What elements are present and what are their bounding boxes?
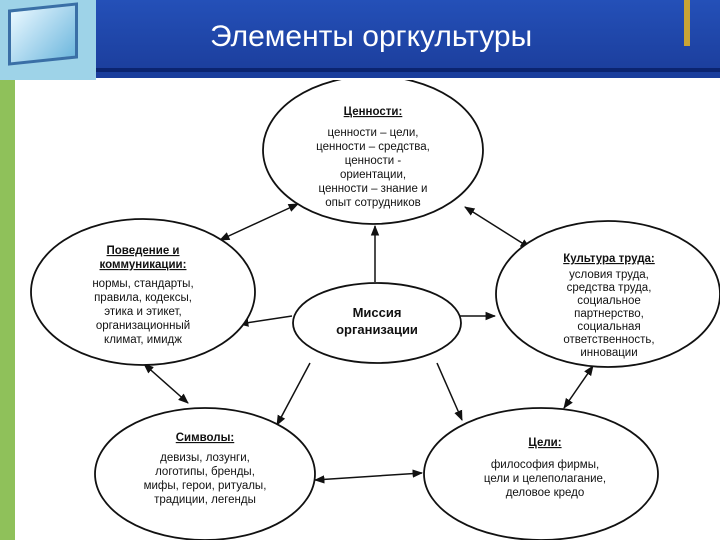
node-values: Ценности: ценности – цели, ценности – ср… — [316, 106, 430, 209]
node-symbols-ellipse — [94, 407, 316, 540]
header-divider — [96, 68, 720, 72]
center-line: Миссия — [353, 305, 402, 320]
values-line: опыт сотрудников — [325, 197, 420, 209]
node-work-culture: Культура труда: условия труда, средства … — [563, 253, 655, 359]
work-line: социальное — [577, 295, 641, 307]
connectors — [143, 203, 594, 484]
node-goals: Цели: философия фирмы, цели и целеполага… — [484, 437, 606, 499]
node-values-ellipse — [262, 80, 484, 225]
behavior-line: нормы, стандарты, — [92, 278, 193, 290]
node-behavior: Поведение и коммуникации: нормы, стандар… — [92, 245, 193, 346]
arrow-center-behavior — [237, 315, 293, 327]
symbols-line: мифы, герои, ритуалы, — [144, 480, 267, 492]
behavior-line: правила, кодексы, — [94, 292, 192, 304]
arrow-symbols-goals — [313, 469, 424, 484]
node-symbols: Символы: девизы, лозунги, логотипы, брен… — [144, 432, 267, 506]
values-line: ценности - — [345, 155, 402, 167]
left-decor-strip — [0, 80, 15, 540]
arrow-behavior-symbols — [143, 363, 189, 404]
node-work-ellipse — [495, 220, 720, 368]
monitor-logo-icon — [0, 0, 96, 80]
values-line: ценности – цели, — [328, 127, 419, 139]
goals-heading: Цели: — [528, 437, 561, 449]
work-line: условия труда, — [569, 269, 649, 281]
work-heading: Культура труда: — [563, 253, 655, 265]
monitor-screen — [8, 2, 78, 66]
symbols-line: традиции, легенды — [154, 494, 256, 506]
work-line: социальная — [577, 321, 640, 333]
behavior-line: этика и этикет, — [104, 306, 181, 318]
org-culture-diagram: Ценности: ценности – цели, ценности – ср… — [30, 80, 720, 540]
accent-bar — [684, 0, 690, 46]
symbols-line: логотипы, бренды, — [155, 466, 255, 478]
arrow-values-work — [464, 206, 531, 249]
node-behavior-ellipse — [30, 218, 256, 366]
header-band — [96, 0, 720, 68]
values-line: ценности – знание и — [319, 183, 428, 195]
work-line: партнерство, — [574, 308, 644, 320]
behavior-line: климат, имидж — [104, 334, 182, 346]
center-line: организации — [336, 322, 418, 337]
node-goals-ellipse — [423, 407, 659, 540]
values-heading: Ценности: — [344, 106, 403, 118]
work-line: ответственность, — [563, 334, 654, 346]
slide-title: Элементы оргкультуры — [210, 20, 533, 53]
values-line: ориентации, — [340, 169, 406, 181]
node-center-ellipse — [292, 282, 462, 364]
behavior-heading: коммуникации: — [100, 259, 187, 271]
arrow-center-goals — [436, 362, 463, 421]
goals-line: цели и целеполагание, — [484, 473, 606, 485]
work-line: инновации — [580, 347, 637, 359]
work-line: средства труда, — [567, 282, 652, 294]
values-line: ценности – средства, — [316, 141, 430, 153]
arrow-center-symbols — [276, 362, 311, 426]
arrow-work-goals — [563, 365, 594, 409]
goals-line: философия фирмы, — [491, 459, 599, 471]
behavior-heading: Поведение и — [107, 245, 180, 257]
behavior-line: организационный — [96, 320, 190, 332]
arrow-values-behavior — [219, 203, 299, 241]
symbols-line: девизы, лозунги, — [160, 452, 250, 464]
symbols-heading: Символы: — [176, 432, 235, 444]
node-center: Миссия организации — [336, 305, 418, 337]
goals-line: деловое кредо — [506, 487, 585, 499]
